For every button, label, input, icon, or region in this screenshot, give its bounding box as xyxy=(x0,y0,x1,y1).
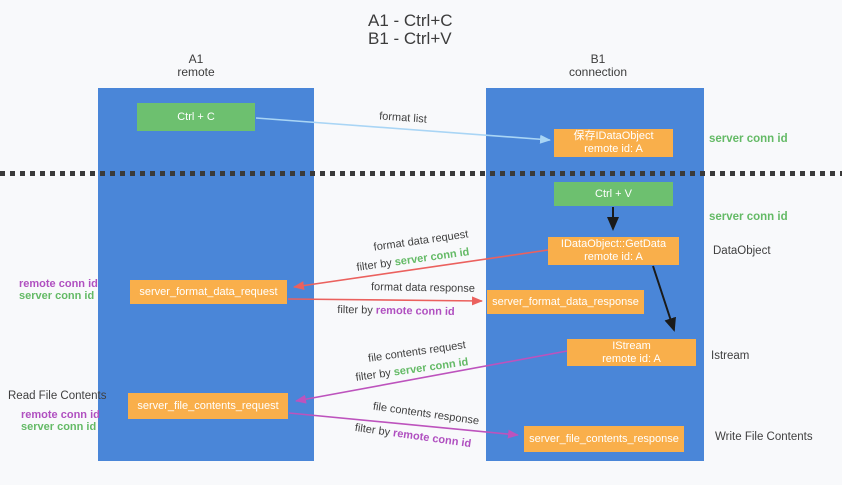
left-file-server-conn-id-label: server conn id xyxy=(21,421,97,433)
lane-b1-role: connection xyxy=(568,65,628,79)
left-format-server-conn-id-label: server conn id xyxy=(19,290,95,302)
file-contents-response-label: file contents response xyxy=(372,400,480,428)
filter-by-prefix: filter by xyxy=(354,366,395,384)
istream-side-label: Istream xyxy=(711,350,750,362)
lane-header-b1: B1 connection xyxy=(569,53,627,79)
node-ctrl-v: Ctrl + V xyxy=(554,182,673,206)
istream-line1: IStream xyxy=(612,339,651,352)
file-contents-response-filter-label: filter by remote conn id xyxy=(354,422,472,450)
filter-by-prefix: filter by xyxy=(337,303,376,317)
format-data-response-label: format data response xyxy=(370,281,476,295)
format-list-label: format list xyxy=(378,110,428,126)
read-file-contents-label: Read File Contents xyxy=(8,390,107,402)
server-conn-id-key: server conn id xyxy=(393,246,471,269)
format-data-request-filter-label: filter by server conn id xyxy=(356,246,470,274)
format-data-response-filter-label: filter by remote conn id xyxy=(337,304,455,318)
node-server-format-data-response: server_format_data_response xyxy=(487,290,644,314)
node-server-file-contents-response: server_file_contents_response xyxy=(524,426,684,452)
write-file-contents-label: Write File Contents xyxy=(715,431,813,443)
lane-header-a1: A1 remote xyxy=(177,53,214,79)
save-idataobject-line2: remote id: A xyxy=(584,143,643,155)
right-server-conn-id-mid-label: server conn id xyxy=(709,211,788,223)
lane-b1-name: B1 xyxy=(590,52,606,66)
node-istream: IStream remote id: A xyxy=(567,339,696,366)
remote-conn-id-key: remote conn id xyxy=(375,304,455,319)
node-server-format-data-request: server_format_data_request xyxy=(130,280,287,304)
ctrl-v-label: Ctrl + V xyxy=(595,187,632,200)
ctrl-c-label: Ctrl + C xyxy=(177,110,215,123)
node-ctrl-c: Ctrl + C xyxy=(137,103,255,131)
dataobject-label: DataObject xyxy=(713,245,771,257)
server-format-data-response-label: server_format_data_response xyxy=(492,295,639,308)
getdata-line2: remote id: A xyxy=(584,251,643,263)
node-save-idataobject: 保存IDataObject remote id: A xyxy=(554,129,673,157)
save-idataobject-line1: 保存IDataObject xyxy=(573,130,654,142)
title-line-1: A1 - Ctrl+C xyxy=(368,11,453,30)
server-file-contents-response-label: server_file_contents_response xyxy=(529,432,679,445)
node-server-file-contents-request: server_file_contents_request xyxy=(128,393,288,419)
lane-a1-name: A1 xyxy=(188,52,204,66)
format-data-response-arrow xyxy=(287,296,483,306)
lane-a1-role: remote xyxy=(177,65,215,79)
remote-conn-id-key: remote conn id xyxy=(392,427,472,451)
istream-line2: remote id: A xyxy=(602,352,661,365)
filter-by-prefix: filter by xyxy=(354,421,394,440)
right-server-conn-id-top-label: server conn id xyxy=(709,133,788,145)
server-format-data-request-label: server_format_data_request xyxy=(139,285,278,298)
filter-by-prefix: filter by xyxy=(355,256,396,274)
left-file-remote-conn-id-label: remote conn id xyxy=(21,409,100,421)
title-line-2: B1 - Ctrl+V xyxy=(368,29,452,48)
getdata-line1: IDataObject::GetData xyxy=(560,238,667,250)
node-idataobject-getdata: IDataObject::GetData remote id: A xyxy=(548,237,679,265)
left-format-remote-conn-id-label: remote conn id xyxy=(19,278,98,290)
diagram-title: A1 - Ctrl+C B1 - Ctrl+V xyxy=(368,12,453,48)
server-file-contents-request-label: server_file_contents_request xyxy=(137,399,279,412)
dotted-divider-line xyxy=(0,171,842,176)
